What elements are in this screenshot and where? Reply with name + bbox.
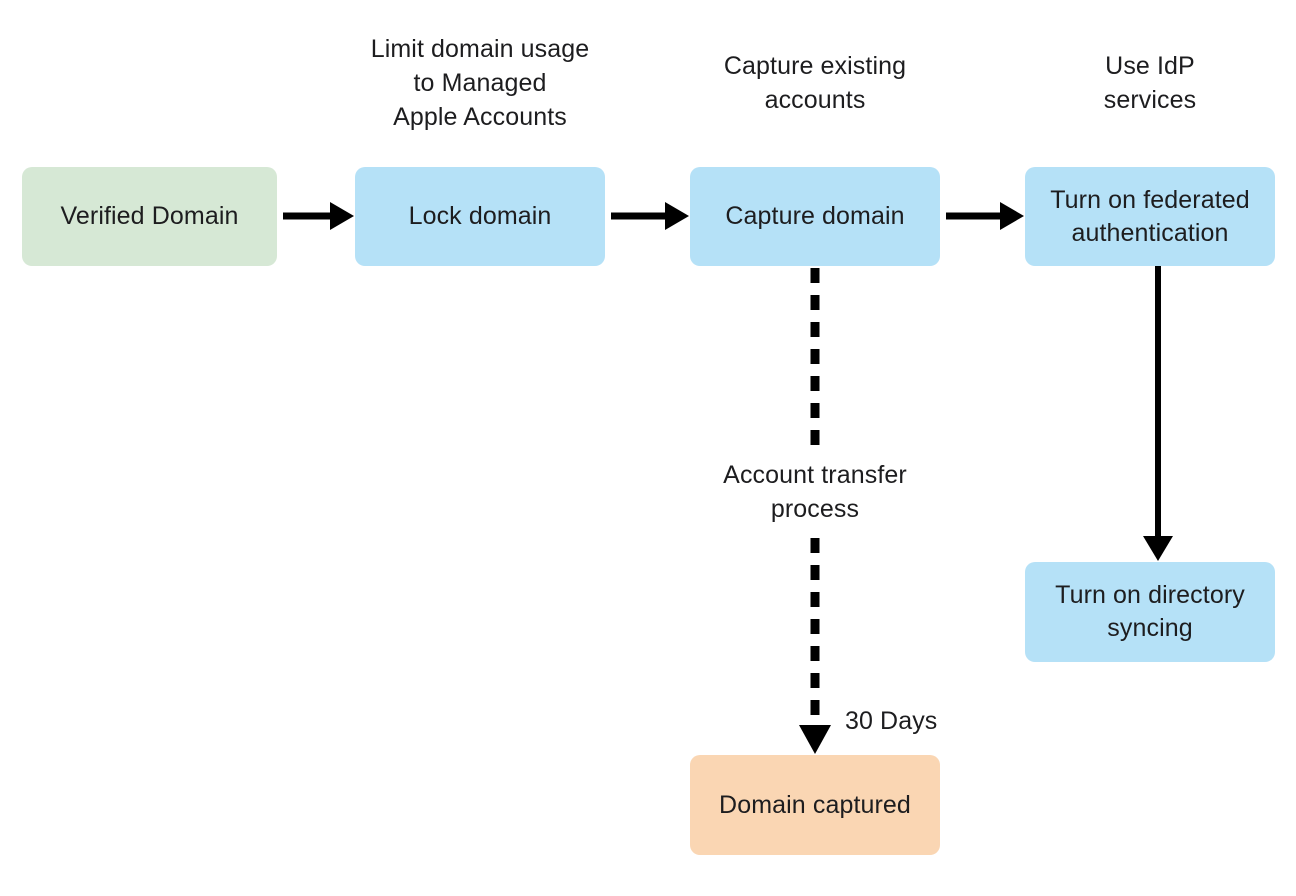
- thirty-days-label: 30 Days: [845, 707, 938, 735]
- capture-domain-caption: Capture existing accounts: [723, 52, 907, 114]
- node-verified-domain[interactable]: Verified Domain: [22, 167, 277, 266]
- node-directory-syncing[interactable]: Turn on directory syncing: [1025, 562, 1275, 662]
- node-federated-auth[interactable]: Turn on federated authentication: [1025, 167, 1275, 266]
- lock-domain-caption: Limit domain usage to Managed Apple Acco…: [370, 35, 590, 131]
- node-domain-captured[interactable]: Domain captured: [690, 755, 940, 855]
- arrow-lock-to-capture: [611, 202, 689, 230]
- arrow-capture-to-federated: [946, 202, 1024, 230]
- node-capture-domain[interactable]: Capture domain: [690, 167, 940, 266]
- federated-auth-caption: Use IdP services: [1103, 52, 1197, 114]
- node-lock-domain[interactable]: Lock domain: [355, 167, 605, 266]
- arrow-federated-to-directory: [1143, 266, 1173, 561]
- arrow-verified-to-lock: [283, 202, 354, 230]
- account-transfer-caption: Account transfer process: [723, 461, 907, 523]
